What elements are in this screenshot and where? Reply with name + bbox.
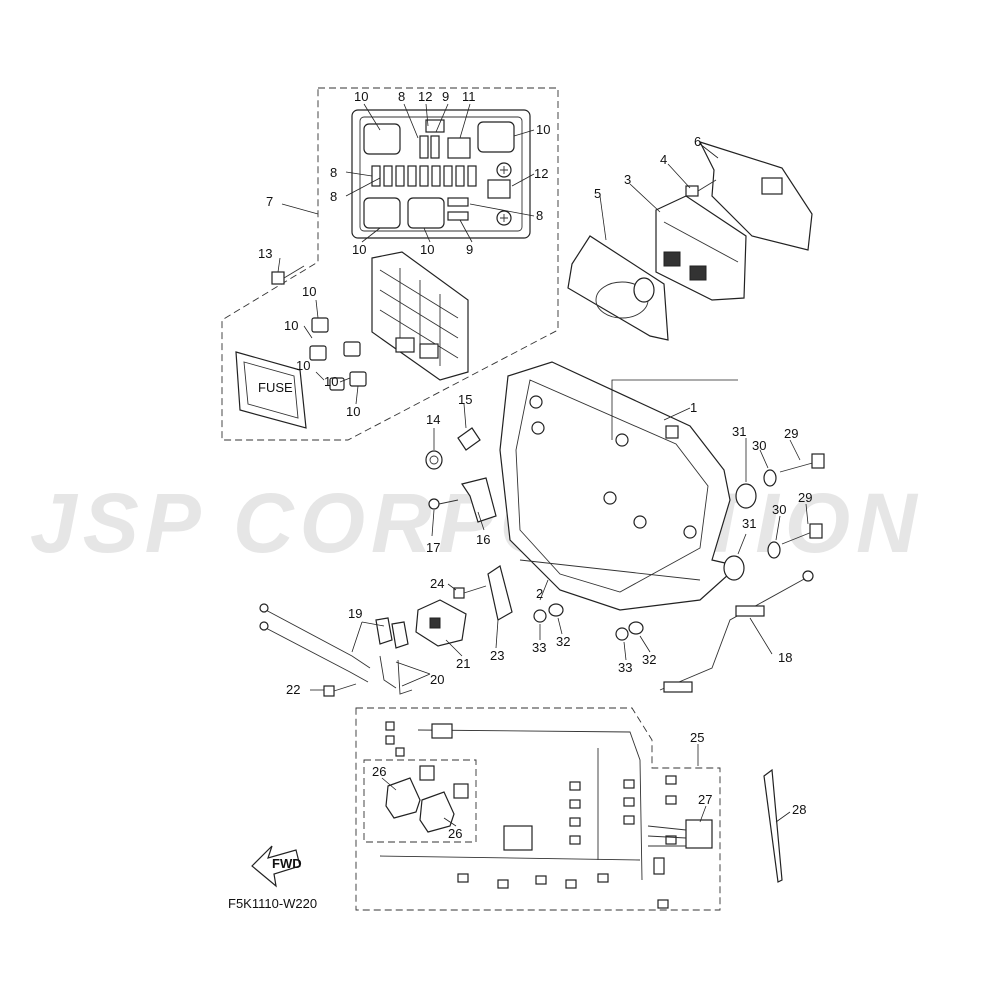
collar-15: [457, 427, 481, 451]
callout-21: 21: [456, 656, 470, 671]
callout-11: 11: [462, 89, 476, 104]
callout-29: 29: [784, 426, 798, 441]
spacer-31b: [723, 555, 745, 581]
callout-10: 10: [352, 242, 366, 257]
diagram-code: F5K1110-W220: [228, 896, 317, 911]
ground-cable-18: [659, 570, 814, 693]
cable-terminals-20: [379, 655, 413, 695]
fwd-arrow: FWD: [251, 845, 302, 888]
callout-12: 12: [534, 166, 548, 181]
wire-harness-25: [379, 721, 677, 909]
relay-26b: [419, 783, 469, 833]
callout-10: 10: [324, 374, 338, 389]
washer-30a: [763, 469, 777, 487]
callout-31: 31: [732, 424, 746, 439]
callout-10: 10: [346, 404, 360, 419]
callout-5: 5: [594, 186, 601, 201]
callout-2: 2: [536, 586, 543, 601]
callout-33: 33: [618, 660, 632, 675]
callout-32: 32: [556, 634, 570, 649]
callout-18: 18: [778, 650, 792, 665]
washer-32b: [628, 621, 644, 635]
electrical-box-tray: [499, 361, 740, 611]
callout-1: 1: [690, 400, 697, 415]
ecu-bracket: [698, 140, 813, 251]
callout-8: 8: [330, 189, 337, 204]
bracket-23: [487, 565, 513, 621]
callout-33: 33: [532, 640, 546, 655]
ecu-cover: [567, 235, 669, 341]
cable-tie-28: [763, 768, 783, 883]
callout-24: 24: [430, 576, 444, 591]
connector-27: [647, 819, 713, 849]
callout-8: 8: [330, 165, 337, 180]
callout-19: 19: [348, 606, 362, 621]
callout-30: 30: [752, 438, 766, 453]
battery-cables-19: [259, 603, 409, 683]
callout-31: 31: [742, 516, 756, 531]
callout-20: 20: [430, 672, 444, 687]
callout-25: 25: [690, 730, 704, 745]
callout-22: 22: [286, 682, 300, 697]
callout-7: 7: [266, 194, 273, 209]
fuse-cover: FUSE: [235, 351, 307, 429]
callout-26: 26: [448, 826, 462, 841]
loose-fuses: [309, 317, 367, 391]
callout-9: 9: [466, 242, 473, 257]
bolt-24: [453, 585, 487, 599]
callout-12: 12: [418, 89, 432, 104]
callout-4: 4: [660, 152, 667, 167]
callout-labels: 10 8 12 9 11 10 8 8 12 8 7 10 10 9 13 10…: [258, 89, 812, 841]
fuse-cover-label: FUSE: [258, 380, 293, 395]
bracket-16: [461, 477, 497, 523]
callout-10: 10: [302, 284, 316, 299]
callout-3: 3: [624, 172, 631, 187]
callout-9: 9: [442, 89, 449, 104]
washer-30b: [767, 541, 781, 559]
wire-harness-outline: [355, 707, 721, 911]
callout-17: 17: [426, 540, 440, 555]
relay-21: [415, 599, 467, 647]
bolt-22: [323, 683, 357, 697]
spacer-31a: [735, 483, 757, 509]
callout-23: 23: [490, 648, 504, 663]
nut-33b: [615, 627, 629, 641]
nut-33a: [533, 609, 547, 623]
relay-26a: [385, 765, 435, 819]
callout-8: 8: [536, 208, 543, 223]
callout-15: 15: [458, 392, 472, 407]
bolt-29a: [779, 453, 825, 473]
callout-14: 14: [426, 412, 440, 427]
fuse-box-top-view: [351, 109, 531, 239]
callout-8: 8: [398, 89, 405, 104]
fwd-label: FWD: [272, 856, 302, 871]
fuse-box-body: [371, 251, 469, 381]
fuse-box-group-outline: [221, 87, 559, 441]
callout-16: 16: [476, 532, 490, 547]
callout-10: 10: [354, 89, 368, 104]
grommet-14: [425, 450, 443, 470]
callout-28: 28: [792, 802, 806, 817]
callout-30: 30: [772, 502, 786, 517]
leader-lines: [277, 103, 809, 827]
relay-group-outline: [363, 759, 477, 843]
callout-32: 32: [642, 652, 656, 667]
callout-10: 10: [420, 242, 434, 257]
callout-29: 29: [798, 490, 812, 505]
washer-32a: [548, 603, 564, 617]
bolt-13: [271, 265, 305, 285]
bolt-4: [685, 179, 717, 197]
callout-10: 10: [296, 358, 310, 373]
screw-17: [428, 498, 459, 510]
callout-27: 27: [698, 792, 712, 807]
callout-10: 10: [284, 318, 298, 333]
callout-26: 26: [372, 764, 386, 779]
callout-10: 10: [536, 122, 550, 137]
callout-6: 6: [694, 134, 701, 149]
bolt-29b: [781, 523, 823, 545]
callout-13: 13: [258, 246, 272, 261]
